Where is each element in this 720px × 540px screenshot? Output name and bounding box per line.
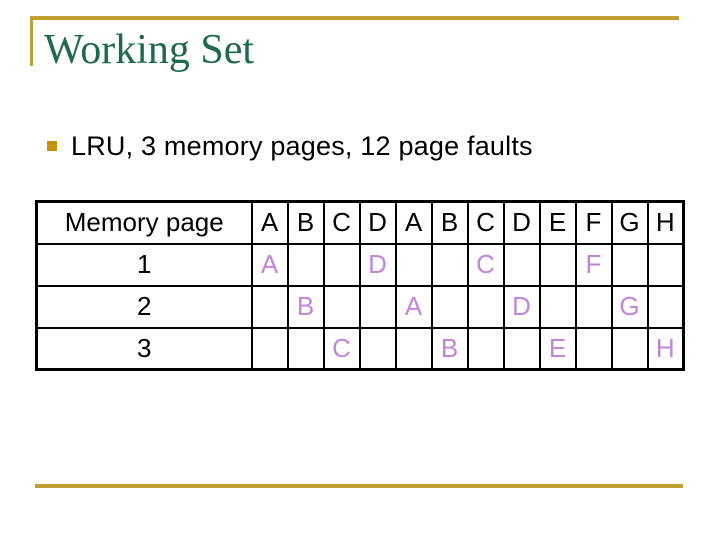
frame-cell [574, 284, 613, 329]
memory-page-header-cell: Memory page [35, 200, 253, 245]
frame-label: 2 [35, 284, 253, 329]
frame-cell: A [394, 284, 433, 329]
frame-cell [358, 326, 397, 371]
bullet-text: LRU, 3 memory pages, 12 page faults [71, 131, 533, 161]
frame-cell [574, 326, 613, 371]
header-row: Memory page A B C D A B C D E F G H [35, 200, 685, 245]
frame-cell: C [322, 326, 361, 371]
frame-cell [394, 242, 433, 287]
top-rule [30, 16, 679, 20]
ref-cell: G [610, 200, 649, 245]
frame-cell [466, 326, 505, 371]
memory-trace-table: Memory page A B C D A B C D E F G H 1 A … [35, 200, 685, 371]
frame-cell: A [250, 242, 289, 287]
frame-label: 3 [35, 326, 253, 371]
frame-cell [538, 284, 577, 329]
ref-cell: E [538, 200, 577, 245]
frame-cell [610, 326, 649, 371]
frame-label: 1 [35, 242, 253, 287]
frame-cell: E [538, 326, 577, 371]
ref-cell: H [646, 200, 685, 245]
frame-cell [358, 284, 397, 329]
frame-cell [286, 326, 325, 371]
ref-cell: A [394, 200, 433, 245]
frame-cell [322, 284, 361, 329]
frame-cell: B [286, 284, 325, 329]
frame-cell [646, 284, 685, 329]
frame-cell [250, 284, 289, 329]
frame-cell [250, 326, 289, 371]
frame-cell: D [358, 242, 397, 287]
frame-row-3: 3 C B E H [35, 326, 685, 371]
frame-cell [502, 326, 541, 371]
frame-cell: C [466, 242, 505, 287]
frame-cell: D [502, 284, 541, 329]
frame-cell [538, 242, 577, 287]
ref-cell: C [322, 200, 361, 245]
frame-cell [502, 242, 541, 287]
ref-cell: D [502, 200, 541, 245]
ref-cell: D [358, 200, 397, 245]
frame-cell [394, 326, 433, 371]
frame-cell [466, 284, 505, 329]
frame-row-2: 2 B A D G [35, 284, 685, 329]
frame-cell [646, 242, 685, 287]
frame-cell [430, 242, 469, 287]
bullet-square-icon [47, 141, 57, 152]
frame-cell [286, 242, 325, 287]
frame-cell [322, 242, 361, 287]
ref-cell: F [574, 200, 613, 245]
title-accent-line [30, 16, 33, 66]
bottom-rule [35, 484, 683, 488]
ref-cell: A [250, 200, 289, 245]
frame-cell: H [646, 326, 685, 371]
ref-cell: C [466, 200, 505, 245]
frame-cell [610, 242, 649, 287]
bullet-item: LRU, 3 memory pages, 12 page faults [47, 130, 533, 162]
frame-row-1: 1 A D C F [35, 242, 685, 287]
frame-cell: F [574, 242, 613, 287]
page-title: Working Set [44, 27, 255, 73]
frame-cell: B [430, 326, 469, 371]
ref-cell: B [286, 200, 325, 245]
ref-cell: B [430, 200, 469, 245]
frame-cell: G [610, 284, 649, 329]
frame-cell [430, 284, 469, 329]
